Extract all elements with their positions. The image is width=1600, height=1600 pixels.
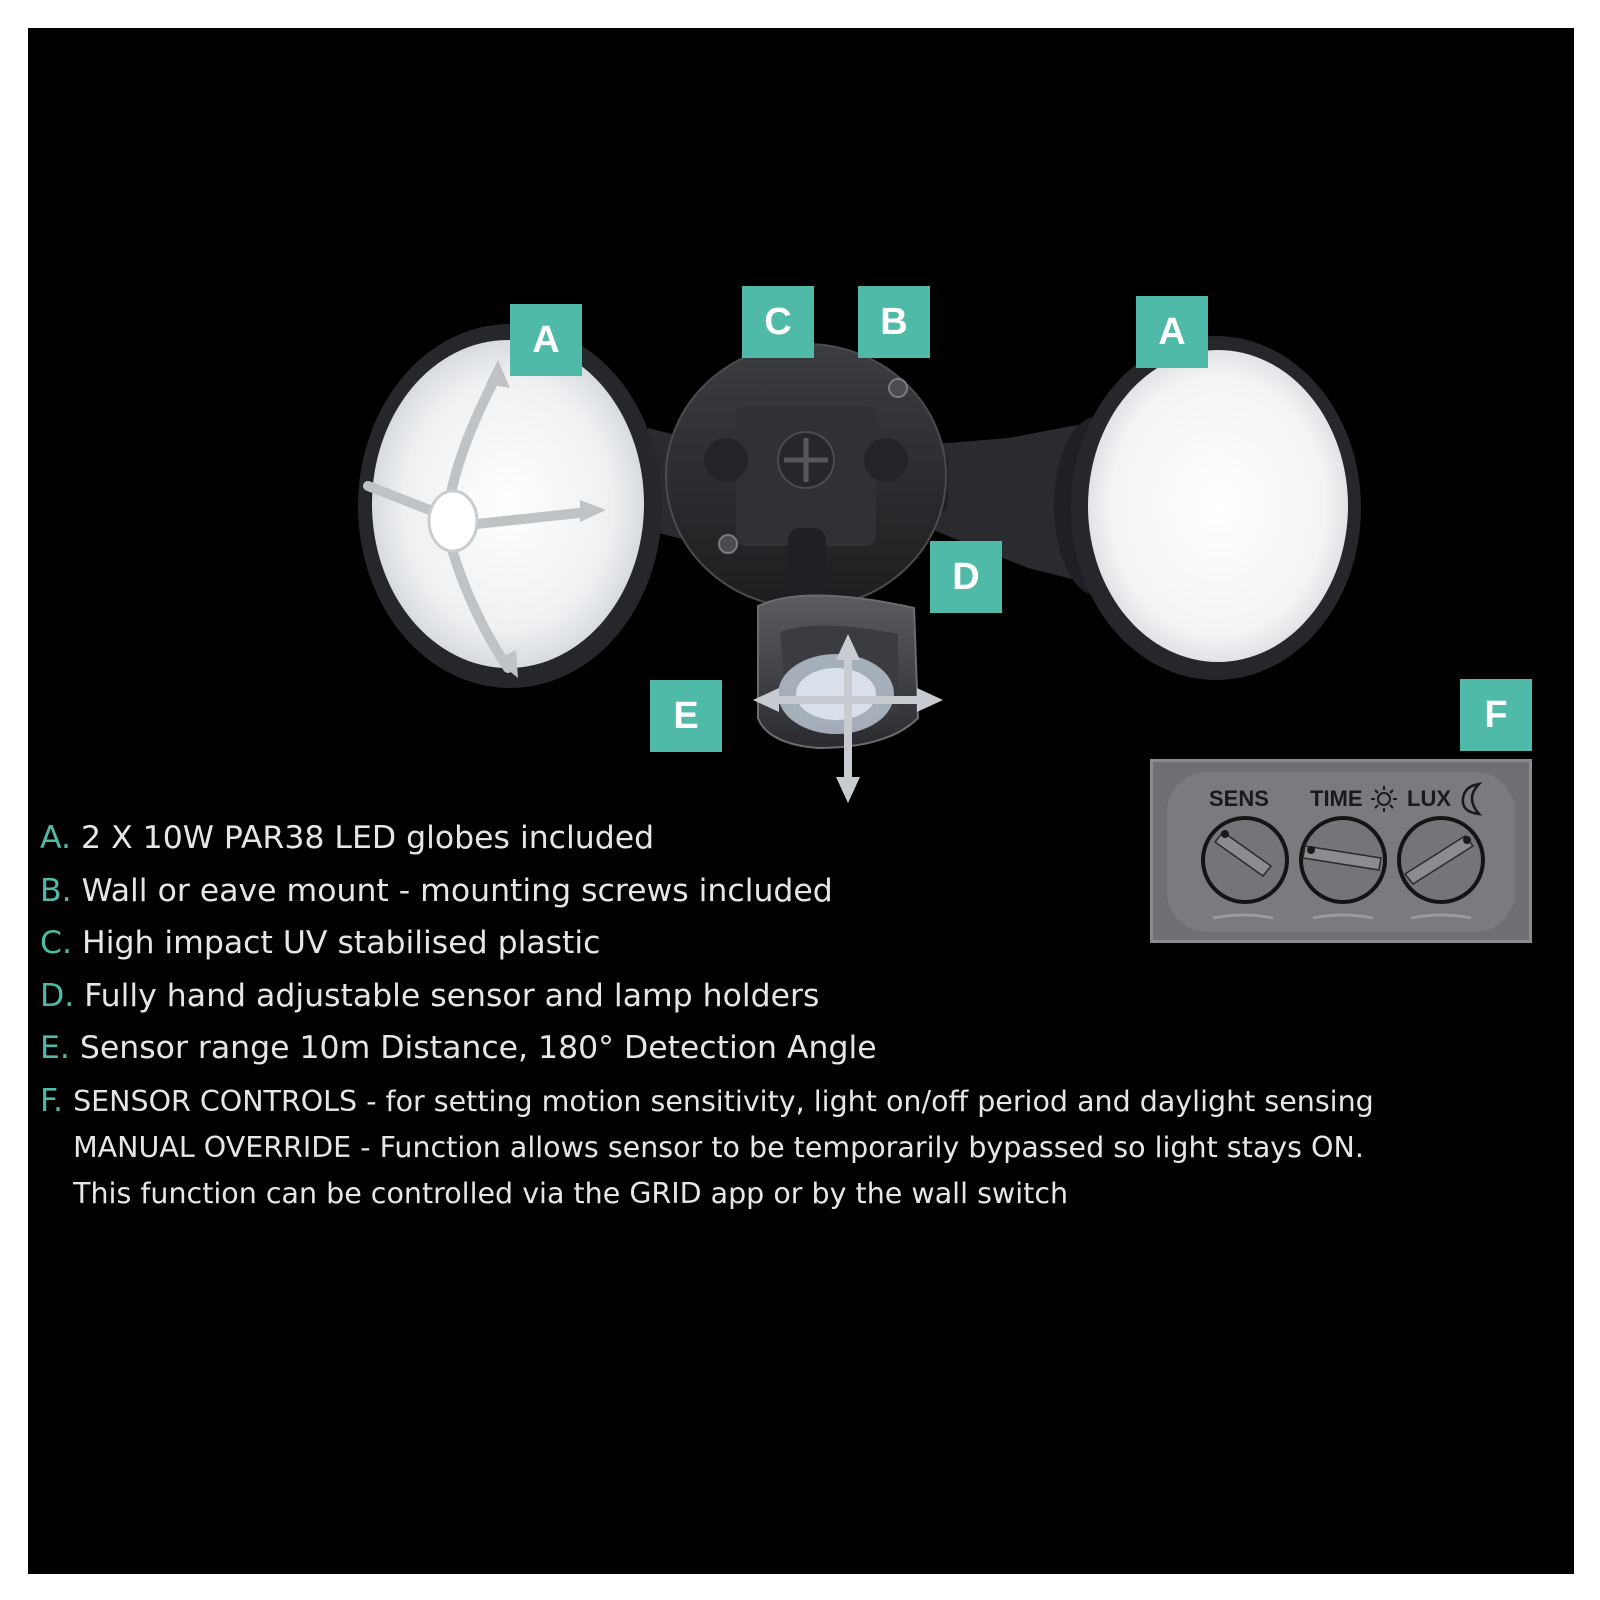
sens-dial[interactable] (1201, 816, 1289, 904)
feature-text: Sensor range 10m Distance, 180° Detectio… (79, 1030, 877, 1066)
feature-text: SENSOR CONTROLS - for setting motion sen… (73, 1084, 1374, 1118)
tag-controls: F (1460, 679, 1532, 751)
feature-text: Fully hand adjustable sensor and lamp ho… (84, 977, 820, 1014)
feature-d: D. Fully hand adjustable sensor and lamp… (40, 970, 1190, 1023)
sun-icon (1371, 786, 1397, 812)
feature-b: B. Wall or eave mount - mounting screws … (40, 865, 1190, 918)
lux-label: LUX (1407, 786, 1451, 811)
time-dial[interactable] (1299, 816, 1387, 904)
feature-text: 2 X 10W PAR38 LED globes included (81, 820, 655, 856)
feature-f: F. SENSOR CONTROLS - for setting motion … (40, 1075, 1374, 1217)
time-label: TIME (1310, 786, 1363, 811)
feature-text: High impact UV stabilised plastic (82, 925, 601, 961)
sensor-adjust-arrows-icon (769, 652, 927, 787)
feature-letter: A. (40, 820, 72, 856)
moon-icon (1461, 782, 1483, 816)
sensor-controls-panel: SENS TIME LUX (1150, 759, 1532, 943)
tag-adjust: D (930, 541, 1002, 613)
feature-letter: E. (40, 1030, 70, 1066)
tag-left-lamp: A (510, 304, 582, 376)
feature-list: A. 2 X 10W PAR38 LED globes included B. … (40, 812, 1374, 1217)
feature-e: E. Sensor range 10m Distance, 180° Detec… (40, 1022, 1190, 1075)
screw-icon (888, 378, 908, 398)
tag-right-lamp: A (1136, 296, 1208, 368)
lux-dial[interactable] (1397, 816, 1485, 904)
sensor-neck (788, 528, 826, 598)
left-lamp (358, 324, 662, 688)
feature-text: MANUAL OVERRIDE - Function allows sensor… (73, 1130, 1364, 1164)
tag-sensor: E (650, 680, 722, 752)
feature-text: This function can be controlled via the … (73, 1176, 1069, 1210)
motion-sensor (757, 594, 920, 750)
tag-mount: B (858, 286, 930, 358)
feature-letter: B. (40, 872, 72, 909)
right-lamp (1071, 336, 1361, 680)
tag-housing: C (742, 286, 814, 358)
feature-c: C. High impact UV stabilised plastic (40, 917, 1190, 970)
feature-letter: F. (40, 1082, 64, 1119)
sens-label: SENS (1209, 786, 1269, 811)
feature-text: Wall or eave mount - mounting screws inc… (81, 872, 833, 909)
feature-a: A. 2 X 10W PAR38 LED globes included (40, 812, 1190, 865)
floodlight-illustration (358, 324, 1361, 803)
feature-letter: C. (40, 925, 73, 961)
product-panel: A C B A D E F SENS TIME LUX (28, 28, 1574, 1574)
screw-icon (718, 534, 738, 554)
feature-letter: D. (40, 977, 75, 1014)
